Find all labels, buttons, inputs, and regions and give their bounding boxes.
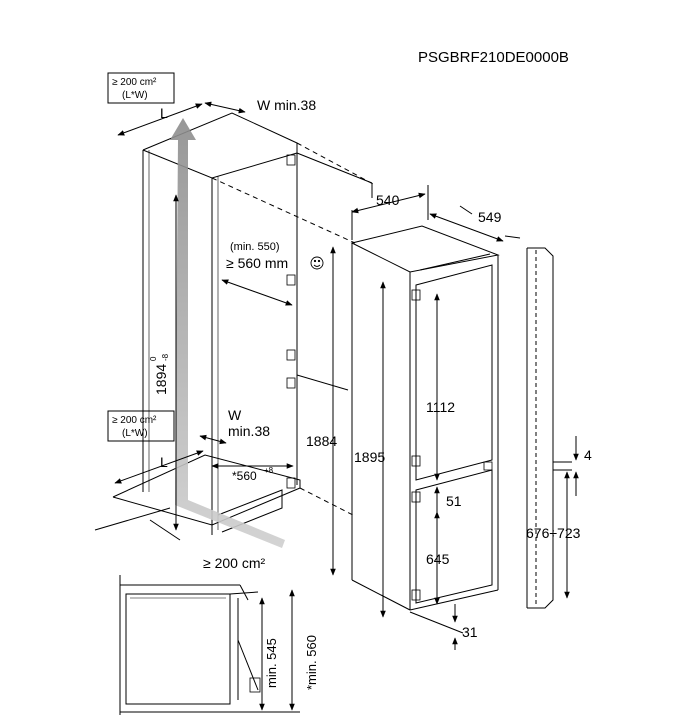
svg-text:(L*W): (L*W) xyxy=(122,428,148,439)
label-side-gap: 4 xyxy=(584,447,592,463)
label-L-top: L xyxy=(160,105,168,121)
vent-floor-label: ≥ 200 cm² xyxy=(203,555,265,571)
label-inner-height: 1884 xyxy=(306,433,337,449)
label-niche-min: (min. 550) xyxy=(230,241,280,253)
dim-W-top xyxy=(204,101,246,114)
label-freezer-door: 645 xyxy=(426,551,450,567)
dim-L-bottom xyxy=(114,450,204,484)
label-W-mid-2: min.38 xyxy=(228,423,270,439)
door-side-profile xyxy=(526,247,572,609)
appliance xyxy=(350,225,500,611)
label-detail-545: min. 545 xyxy=(264,638,279,688)
vent-top-label: ≥ 200 cm² (L*W) xyxy=(107,72,175,104)
label-niche-width: ≥ 560 mm xyxy=(226,255,288,271)
dim-W-mid xyxy=(199,434,227,445)
label-appliance-width: 540 xyxy=(376,192,400,208)
label-niche-depth-tol: +8 xyxy=(264,466,274,475)
cabinet-niche xyxy=(94,112,376,541)
label-fridge-door: 1112 xyxy=(426,399,455,415)
dim-L-top xyxy=(117,103,203,136)
label-niche-height: 1894 0 -8 xyxy=(149,353,170,395)
label-detail-560: *min. 560 xyxy=(304,635,319,690)
svg-text:1894: 1894 xyxy=(153,364,169,395)
dim-bottom-31 xyxy=(409,604,464,650)
airflow-arrow xyxy=(170,118,285,548)
label-bottom-31: 31 xyxy=(462,624,478,640)
svg-text:0: 0 xyxy=(149,356,158,361)
model-code: PSGBRF210DE0000B xyxy=(418,49,569,66)
svg-text:≥ 200 cm²: ≥ 200 cm² xyxy=(112,77,157,88)
vent-bottom-label: ≥ 200 cm² (L*W) xyxy=(107,410,175,442)
label-side-range: 676÷723 xyxy=(526,525,581,541)
label-appliance-height: 1895 xyxy=(354,449,385,465)
label-W-top: W min.38 xyxy=(257,97,316,113)
dim-appliance-width xyxy=(351,185,429,240)
detail-section xyxy=(119,575,300,715)
label-gap-51: 51 xyxy=(446,493,462,509)
svg-text:≥ 200 cm²: ≥ 200 cm² xyxy=(112,415,157,426)
label-niche-depth: *560 xyxy=(232,469,257,483)
label-appliance-depth: 549 xyxy=(478,209,502,225)
svg-text:(L*W): (L*W) xyxy=(122,90,148,101)
dim-appliance-depth xyxy=(429,205,521,242)
svg-text:-8: -8 xyxy=(161,353,170,361)
smiley-icon xyxy=(310,256,324,270)
dim-niche-width xyxy=(221,279,293,306)
label-L-bottom: L xyxy=(160,454,168,470)
label-W-mid-1: W xyxy=(228,407,242,423)
